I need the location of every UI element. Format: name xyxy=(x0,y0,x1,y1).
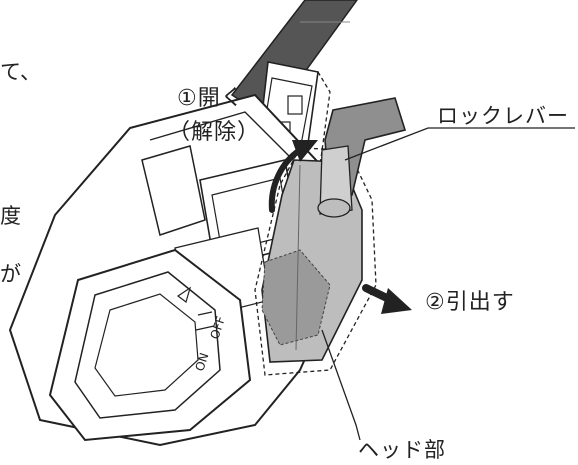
arrow-right-icon xyxy=(362,284,412,314)
step2-pull-out-label: ②引出す xyxy=(425,290,515,315)
cropped-text-3: が xyxy=(0,262,21,286)
cropped-text-2: 度 xyxy=(0,204,21,228)
cropped-text-1: て、 xyxy=(0,60,41,84)
lock-lever-label: ロックレバー xyxy=(437,104,569,128)
leader-lines xyxy=(321,127,575,441)
step1-open-label: ①開く xyxy=(177,86,244,111)
switch-off-marking: OFF xyxy=(208,314,229,341)
switch-on-marking: ON xyxy=(193,351,212,373)
switch-module: OFF ON xyxy=(48,248,252,442)
lock-lever xyxy=(317,97,407,218)
step1-release-label: （解除） xyxy=(168,120,261,145)
curved-arrow-icon xyxy=(268,140,318,213)
head-part-label: ヘッド部 xyxy=(358,438,446,462)
